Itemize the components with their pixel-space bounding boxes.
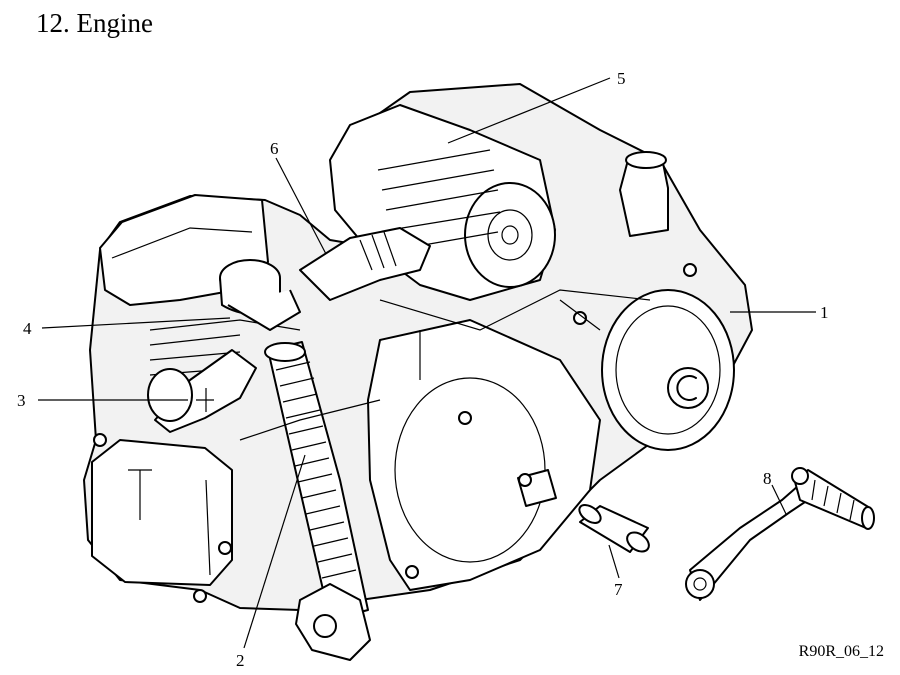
page-title: 12. Engine — [36, 8, 153, 38]
leader-line-8 — [771, 484, 787, 515]
leader-line-2 — [243, 454, 306, 649]
callout-labels: 1 2 3 4 5 6 7 8 — [17, 69, 829, 670]
part-8-kick-lever-drawing — [685, 467, 875, 601]
leader-line-6 — [275, 157, 327, 255]
leader-line-4 — [41, 317, 231, 329]
leader-line-5 — [447, 77, 611, 144]
callout-7: 7 — [614, 580, 623, 599]
callout-1: 1 — [820, 303, 829, 322]
callout-3: 3 — [17, 391, 26, 410]
callout-2: 2 — [236, 651, 245, 670]
callout-4: 4 — [23, 319, 32, 338]
figure-code: R90R_06_12 — [798, 643, 884, 660]
part-7-sleeve-drawing — [578, 504, 650, 553]
engine-assembly-drawing — [83, 83, 753, 661]
callout-6: 6 — [270, 139, 279, 158]
callout-8: 8 — [763, 469, 772, 488]
leader-lines — [38, 77, 816, 649]
callout-5: 5 — [617, 69, 626, 88]
leader-line-7 — [608, 544, 620, 579]
